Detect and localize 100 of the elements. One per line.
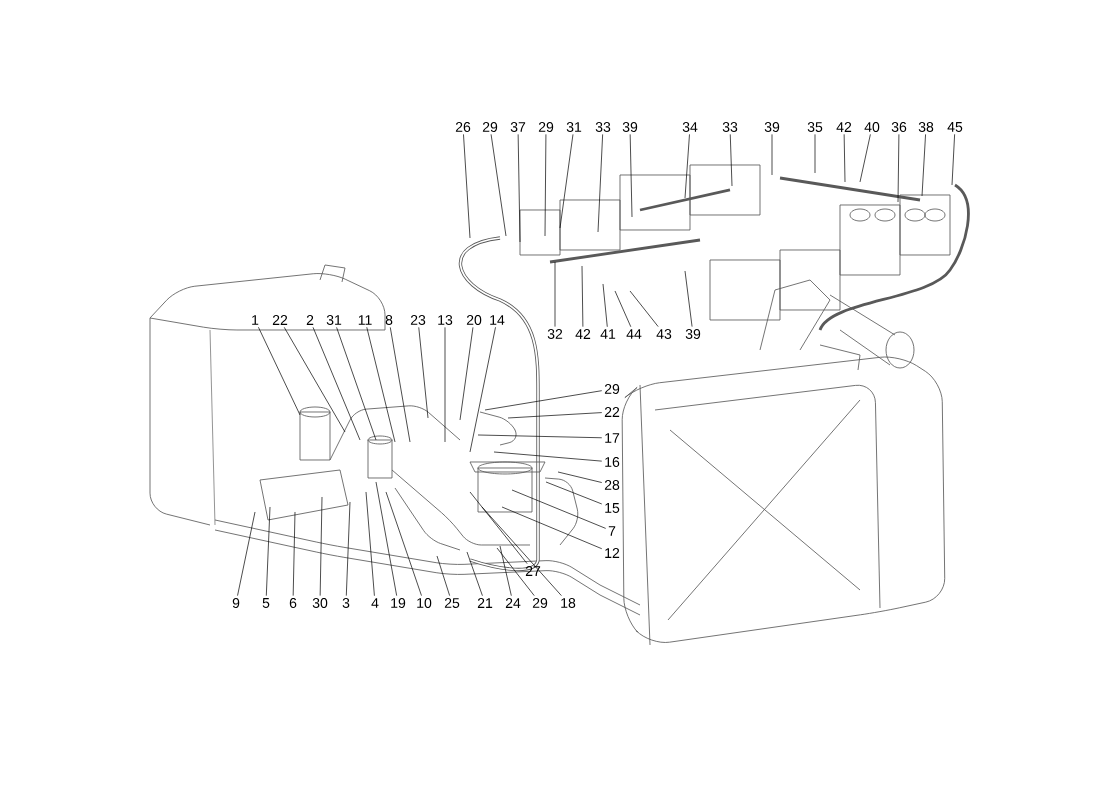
leader-line (951, 133, 955, 186)
leader-line (283, 326, 346, 433)
leader-line (544, 134, 547, 237)
leader-line (477, 434, 603, 439)
leader-line (312, 326, 361, 441)
callout-number: 3 (342, 598, 350, 608)
leader-line (814, 134, 816, 174)
callout-number: 29 (538, 122, 554, 132)
leader-line (557, 471, 603, 483)
callout-number: 6 (289, 598, 297, 608)
leader-line (729, 134, 733, 187)
callout-number: 19 (391, 598, 406, 608)
leader-line (469, 491, 528, 565)
leader-line (517, 134, 521, 243)
leader-line (921, 134, 926, 197)
callout-number: 33 (595, 122, 611, 132)
leader-line (554, 261, 556, 327)
callout-number: 42 (575, 329, 591, 339)
callout-number: 37 (510, 122, 526, 132)
leader-line (385, 491, 422, 596)
callout-number: 2 (306, 315, 314, 325)
callout-number: 21 (477, 598, 493, 608)
leader-line (496, 547, 535, 596)
callout-number: 42 (836, 122, 852, 132)
leader-line (771, 134, 773, 176)
callout-number: 9 (232, 598, 240, 608)
callout-number: 31 (566, 122, 582, 132)
leader-line (602, 283, 608, 328)
leader-line (237, 511, 256, 596)
leader-line (511, 489, 607, 529)
leader-line (375, 481, 398, 596)
leader-line (436, 555, 450, 596)
leader-line (444, 327, 446, 443)
callout-number: 14 (490, 315, 505, 325)
callout-number: 29 (532, 598, 548, 608)
callout-number: 34 (682, 122, 698, 132)
callout-number: 11 (358, 315, 372, 325)
callout-number: 30 (312, 598, 328, 608)
leader-line (597, 134, 603, 233)
callout-number: 20 (466, 315, 482, 325)
callout-number: 12 (605, 548, 620, 558)
callout-number: 40 (864, 122, 880, 132)
leader-line (684, 134, 690, 199)
callout-number: 7 (608, 526, 616, 536)
callout-number: 24 (505, 598, 521, 608)
callout-number: 8 (385, 315, 393, 325)
leader-line (418, 327, 429, 419)
callout-number: 45 (947, 122, 963, 132)
leader-line (258, 326, 301, 416)
callout-number: 32 (547, 329, 563, 339)
leader-line (336, 327, 377, 441)
callout-number: 35 (807, 122, 823, 132)
leader-line (629, 290, 659, 327)
leader-line (265, 506, 271, 597)
callout-number: 26 (455, 122, 471, 132)
leader-line (507, 412, 603, 419)
callout-number: 36 (891, 122, 907, 132)
callout-number: 18 (561, 598, 576, 608)
leader-line (481, 506, 562, 596)
leader-line (469, 326, 496, 453)
leader-line (366, 326, 396, 443)
leader-line (493, 451, 603, 462)
callout-number: 39 (685, 329, 701, 339)
leader-line (501, 506, 603, 550)
callout-number: 41 (600, 329, 616, 339)
leader-line (629, 134, 633, 218)
callout-number: 29 (482, 122, 498, 132)
callout-number: 29 (604, 384, 620, 394)
leader-line (859, 134, 871, 183)
callout-number: 1 (252, 315, 259, 325)
leader-line (459, 327, 474, 421)
leader-line (463, 134, 471, 239)
leader-line (365, 491, 375, 597)
leader-line (545, 481, 603, 505)
callout-number: 10 (417, 598, 432, 608)
callout-number: 13 (438, 315, 453, 325)
leader-line (684, 270, 693, 327)
callout-number: 44 (626, 329, 642, 339)
callout-number: 23 (410, 315, 426, 325)
callout-number: 43 (656, 329, 672, 339)
callout-number: 31 (326, 315, 342, 325)
callout-number: 28 (604, 480, 620, 490)
callout-number: 22 (604, 407, 620, 417)
leader-line (292, 511, 296, 596)
callout-number: 38 (918, 122, 934, 132)
callout-number: 25 (444, 598, 460, 608)
leader-line (389, 327, 411, 443)
callout-number: 4 (371, 598, 379, 608)
callout-number: 16 (605, 457, 620, 467)
callout-number: 39 (764, 122, 780, 132)
leader-line (559, 134, 574, 229)
leader-line (614, 290, 632, 328)
leader-line (484, 390, 603, 411)
leader-line (490, 134, 507, 237)
callout-number: 5 (262, 598, 270, 608)
callout-number: 33 (722, 122, 738, 132)
leader-line (843, 133, 846, 183)
leader-line (345, 501, 351, 596)
callout-number: 17 (605, 433, 620, 443)
leader-line (319, 496, 323, 596)
